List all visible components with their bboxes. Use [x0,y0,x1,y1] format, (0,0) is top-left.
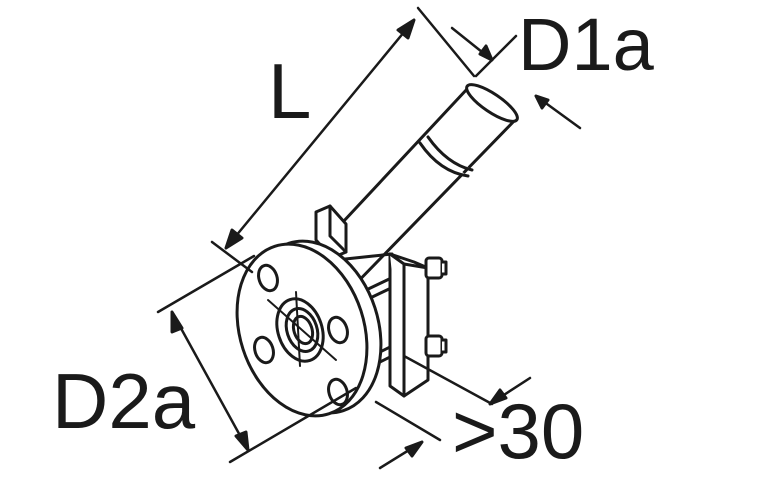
dimension-min-clearance [374,354,532,470]
label-length: L [268,47,312,135]
pipe-body [298,83,519,300]
dimension-D1a [450,26,582,130]
bolt-hole-left [253,335,275,365]
counter-plate [388,252,448,398]
bolt-hole-bottom [327,377,349,407]
label-min-clearance: >30 [452,387,585,475]
label-flange-outer-diameter: D2a [52,357,196,445]
flange-disc [235,239,383,418]
bolt-hole-right [327,315,349,345]
bolt-hole-top [257,263,279,293]
label-pipe-outer-diameter: D1a [518,3,654,86]
rear-clamp-upper [314,204,348,260]
dimension-D2a [156,254,358,464]
dimension-L [210,6,476,274]
